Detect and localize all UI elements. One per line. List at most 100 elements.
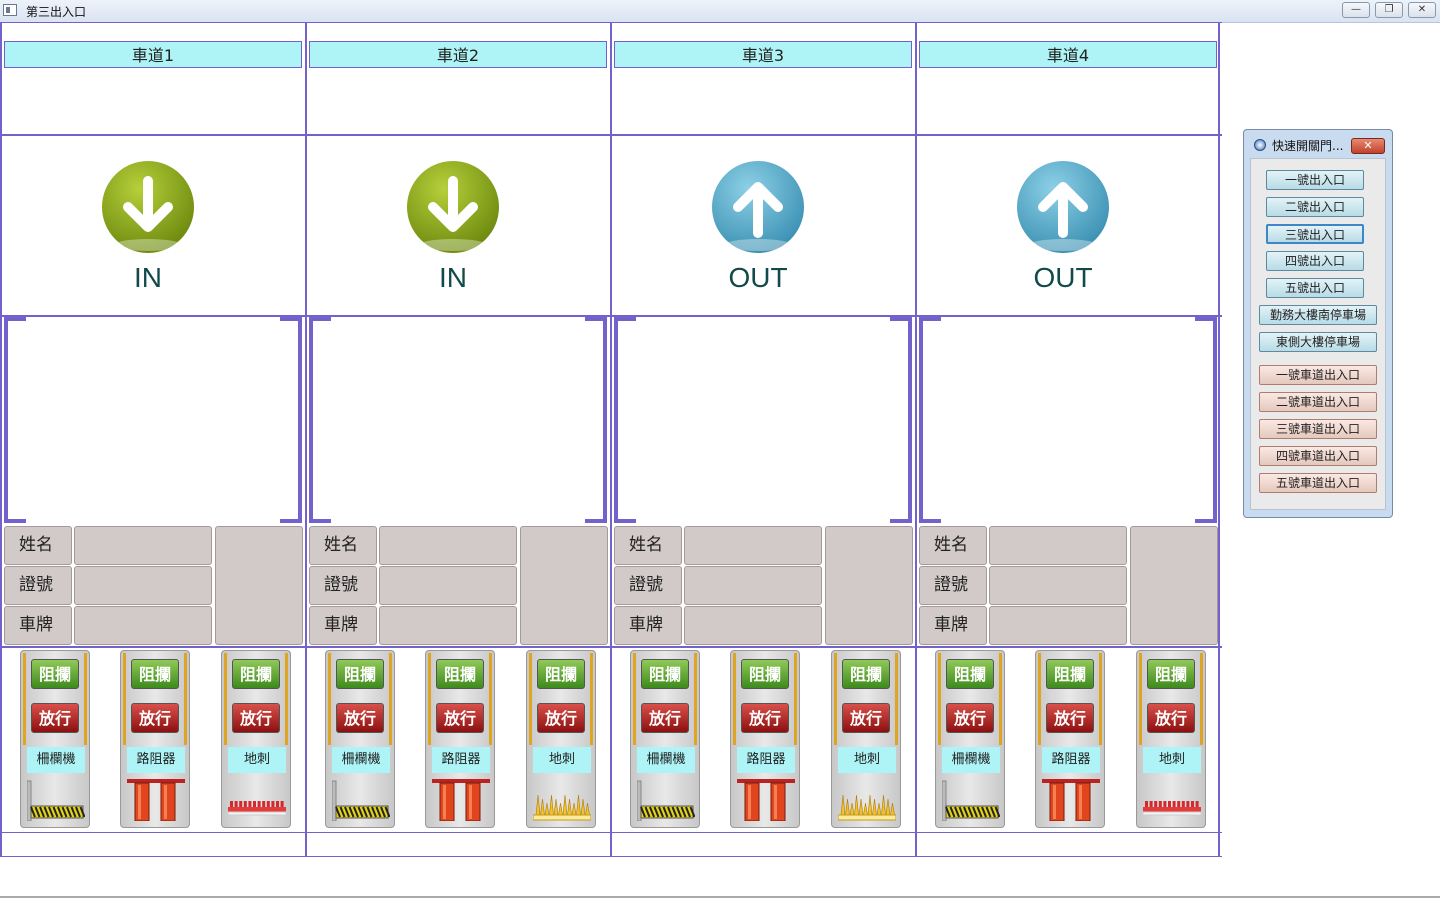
lane-gate-button-3[interactable]: 三號車道出入口 (1259, 419, 1377, 439)
block-button[interactable]: 阻攔 (1147, 659, 1195, 689)
minimize-button[interactable]: — (1342, 2, 1370, 18)
block-button[interactable]: 阻攔 (741, 659, 789, 689)
lane-divider (612, 856, 917, 857)
lane-gate-button-1[interactable]: 一號車道出入口 (1259, 365, 1377, 385)
lane-divider (307, 134, 612, 136)
lane-header: 車道1 (4, 41, 302, 68)
block-button[interactable]: 阻攔 (131, 659, 179, 689)
gate-button-1[interactable]: 一號出入口 (1266, 170, 1364, 190)
camera-corner (4, 317, 26, 321)
id-label: 證號 (919, 566, 987, 605)
block-button[interactable]: 阻攔 (641, 659, 689, 689)
direction-label: OUT (728, 262, 788, 293)
pass-button[interactable]: 放行 (641, 703, 689, 733)
id-field (989, 566, 1127, 605)
device-frame (328, 653, 392, 745)
device-name: 路阻器 (432, 747, 490, 773)
camera-view (919, 317, 1217, 523)
device-name: 地刺 (228, 747, 286, 773)
driver-info-panel: 姓名證號車牌 (4, 526, 305, 646)
lane-divider (2, 832, 307, 833)
gate-button-5[interactable]: 五號出入口 (1266, 278, 1364, 298)
pass-button[interactable]: 放行 (31, 703, 79, 733)
device-barrier-gate: 阻攔放行柵欄機 (325, 650, 395, 828)
lane-divider (307, 315, 612, 317)
name-label: 姓名 (4, 526, 72, 565)
camera-corner (919, 519, 941, 523)
lane-gate-button-4[interactable]: 四號車道出入口 (1259, 446, 1377, 466)
lane-gate-button-5[interactable]: 五號車道出入口 (1259, 473, 1377, 493)
lane-border (1218, 22, 1220, 857)
road-blocker-icon (127, 777, 185, 822)
driver-info-panel: 姓名證號車牌 (919, 526, 1220, 646)
lane-divider (2, 134, 307, 136)
pass-button[interactable]: 放行 (232, 703, 280, 733)
barrier-gate-icon (941, 777, 1001, 822)
camera-corner (585, 317, 607, 321)
device-name: 柵欄機 (942, 747, 1000, 773)
spike-strip-icon (227, 777, 287, 821)
direction-label: IN (134, 262, 162, 293)
gate-button-3[interactable]: 三號出入口 (1266, 224, 1364, 244)
close-button[interactable]: ✕ (1408, 2, 1436, 18)
device-frame (938, 653, 1002, 745)
pass-button[interactable]: 放行 (1046, 703, 1094, 733)
device-name: 地刺 (1143, 747, 1201, 773)
lane-divider (917, 315, 1222, 317)
gate-button-2[interactable]: 二號出入口 (1266, 197, 1364, 217)
quick-panel-close-button[interactable]: ✕ (1351, 138, 1385, 154)
lane-divider (612, 22, 917, 23)
block-button[interactable]: 阻攔 (436, 659, 484, 689)
pass-button[interactable]: 放行 (336, 703, 384, 733)
name-label: 姓名 (614, 526, 682, 565)
window-title: 第三出入口 (26, 5, 87, 19)
block-button[interactable]: 阻攔 (232, 659, 280, 689)
camera-view (614, 317, 912, 523)
camera-corner (919, 317, 941, 321)
block-button[interactable]: 阻攔 (842, 659, 890, 689)
plate-label: 車牌 (309, 606, 377, 645)
gate-button-6[interactable]: 勤務大樓南停車場 (1259, 305, 1377, 325)
id-label: 證號 (614, 566, 682, 605)
block-button[interactable]: 阻攔 (31, 659, 79, 689)
gate-button-7[interactable]: 東側大樓停車場 (1259, 332, 1377, 352)
device-road-blocker: 阻攔放行路阻器 (1035, 650, 1105, 828)
pass-button[interactable]: 放行 (741, 703, 789, 733)
gate-button-4[interactable]: 四號出入口 (1266, 251, 1364, 271)
green-down-arrow-icon (405, 159, 501, 255)
device-barrier-gate: 阻攔放行柵欄機 (630, 650, 700, 828)
lane-divider (307, 832, 612, 833)
plate-field (989, 606, 1127, 645)
block-button[interactable]: 阻攔 (336, 659, 384, 689)
pass-button[interactable]: 放行 (1147, 703, 1195, 733)
road-blocker-icon (432, 777, 490, 822)
device-name: 路阻器 (1042, 747, 1100, 773)
device-name: 地刺 (533, 747, 591, 773)
quick-panel-title-bar[interactable]: 快速開關門... (1248, 134, 1388, 156)
camera-corner (614, 519, 636, 523)
pass-button[interactable]: 放行 (842, 703, 890, 733)
barrier-gate-icon (331, 777, 391, 822)
lane-divider (612, 134, 917, 136)
lane-divider (307, 22, 612, 23)
pass-button[interactable]: 放行 (946, 703, 994, 733)
lane-divider (2, 22, 307, 23)
lane-gate-button-2[interactable]: 二號車道出入口 (1259, 392, 1377, 412)
device-barrier-gate: 阻攔放行柵欄機 (935, 650, 1005, 828)
lane-divider (307, 646, 612, 648)
device-spike-strip: 阻攔放行地刺 (1136, 650, 1206, 828)
camera-corner (585, 519, 607, 523)
pass-button[interactable]: 放行 (537, 703, 585, 733)
pass-button[interactable]: 放行 (436, 703, 484, 733)
plate-label: 車牌 (919, 606, 987, 645)
block-button[interactable]: 阻攔 (1046, 659, 1094, 689)
status-divider (0, 896, 1440, 898)
barrier-gate-icon (26, 777, 86, 822)
pass-button[interactable]: 放行 (131, 703, 179, 733)
restore-button[interactable]: ❐ (1375, 2, 1403, 18)
block-button[interactable]: 阻攔 (537, 659, 585, 689)
block-button[interactable]: 阻攔 (946, 659, 994, 689)
